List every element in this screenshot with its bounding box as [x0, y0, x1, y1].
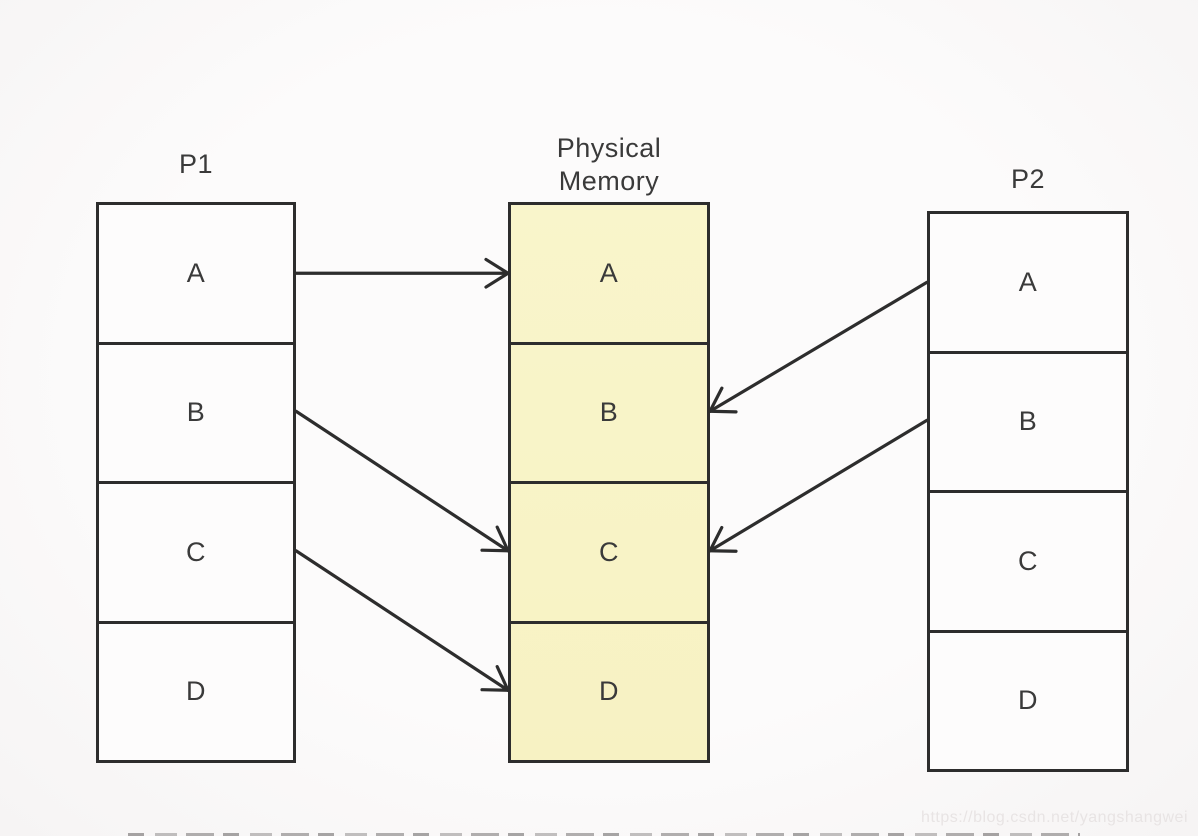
- cell-p2-c: C: [930, 490, 1126, 630]
- mapping-arrow-p1B-to-pmC: [294, 409, 510, 553]
- cell-p1-a: A: [186, 257, 206, 288]
- column-physical-memory: Physical Memory A B C D: [508, 133, 710, 763]
- cell-p1-b: B: [99, 341, 293, 482]
- cell-pm-a: A: [599, 257, 619, 288]
- column-title-p2: P2: [1010, 164, 1046, 194]
- watermark-url: https://blog.csdn.net/yangshangwei: [921, 809, 1188, 826]
- physical-memory-title-line1: Physical: [556, 133, 662, 163]
- physical-memory-title-line2: Memory: [558, 166, 660, 196]
- cell-pm-b: B: [511, 341, 707, 482]
- physical-memory-box: A B C D: [508, 202, 710, 763]
- mapping-arrow-p2B-to-pmC: [708, 418, 929, 553]
- cell-p1-d: D: [99, 620, 293, 761]
- column-p1: P1 A B C D: [96, 149, 296, 763]
- mapping-arrow-p1C-to-pmD: [294, 549, 510, 692]
- cell-pm-d: D: [511, 620, 707, 761]
- column-title-p1: P1: [178, 149, 214, 179]
- mapping-arrow-p2A-to-pmB: [708, 280, 929, 414]
- p2-address-space-box: A B C D: [927, 211, 1129, 772]
- mapping-arrow-p1A-to-pmA: [294, 257, 510, 289]
- cell-p1-c: C: [99, 481, 293, 621]
- column-title-physical-memory: Physical Memory: [478, 132, 740, 198]
- cell-p2-d: D: [930, 629, 1126, 770]
- column-p2: P2 A B C D: [927, 164, 1129, 772]
- cell-pm-c: C: [511, 481, 707, 621]
- p1-address-space-box: A B C D: [96, 202, 296, 763]
- cropped-bottom-artifact: [128, 833, 1080, 836]
- cell-p2-a: A: [1018, 266, 1038, 297]
- cell-p2-b: B: [930, 350, 1126, 491]
